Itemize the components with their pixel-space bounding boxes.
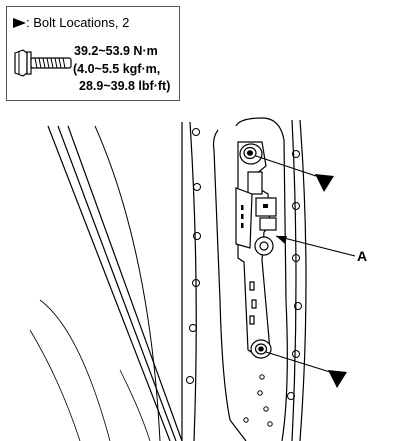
torque-kgfm: (4.0~5.5 kgf·m, bbox=[73, 62, 161, 76]
upper-bolt-pointer bbox=[315, 174, 334, 192]
upper-bolt bbox=[239, 143, 263, 165]
bolt-icon bbox=[14, 49, 72, 77]
torque-nm: 39.2~53.9 N·m bbox=[74, 44, 158, 58]
lower-bolt-pointer bbox=[328, 370, 347, 388]
legend-box: : Bolt Locations, 2 39.2~53.9 N·m (4.0~5… bbox=[6, 6, 180, 101]
callout-a-arrowhead bbox=[276, 236, 287, 244]
bolt-locations-text: : Bolt Locations, 2 bbox=[26, 15, 130, 30]
callout-label-a: A bbox=[357, 248, 368, 264]
lower-bolt bbox=[250, 339, 272, 359]
legend-bolt-locations: : Bolt Locations, 2 bbox=[13, 15, 129, 30]
torque-lbfft: 28.9~39.8 lbf·ft) bbox=[79, 79, 171, 93]
black-triangle-pointer-icon bbox=[13, 18, 26, 28]
